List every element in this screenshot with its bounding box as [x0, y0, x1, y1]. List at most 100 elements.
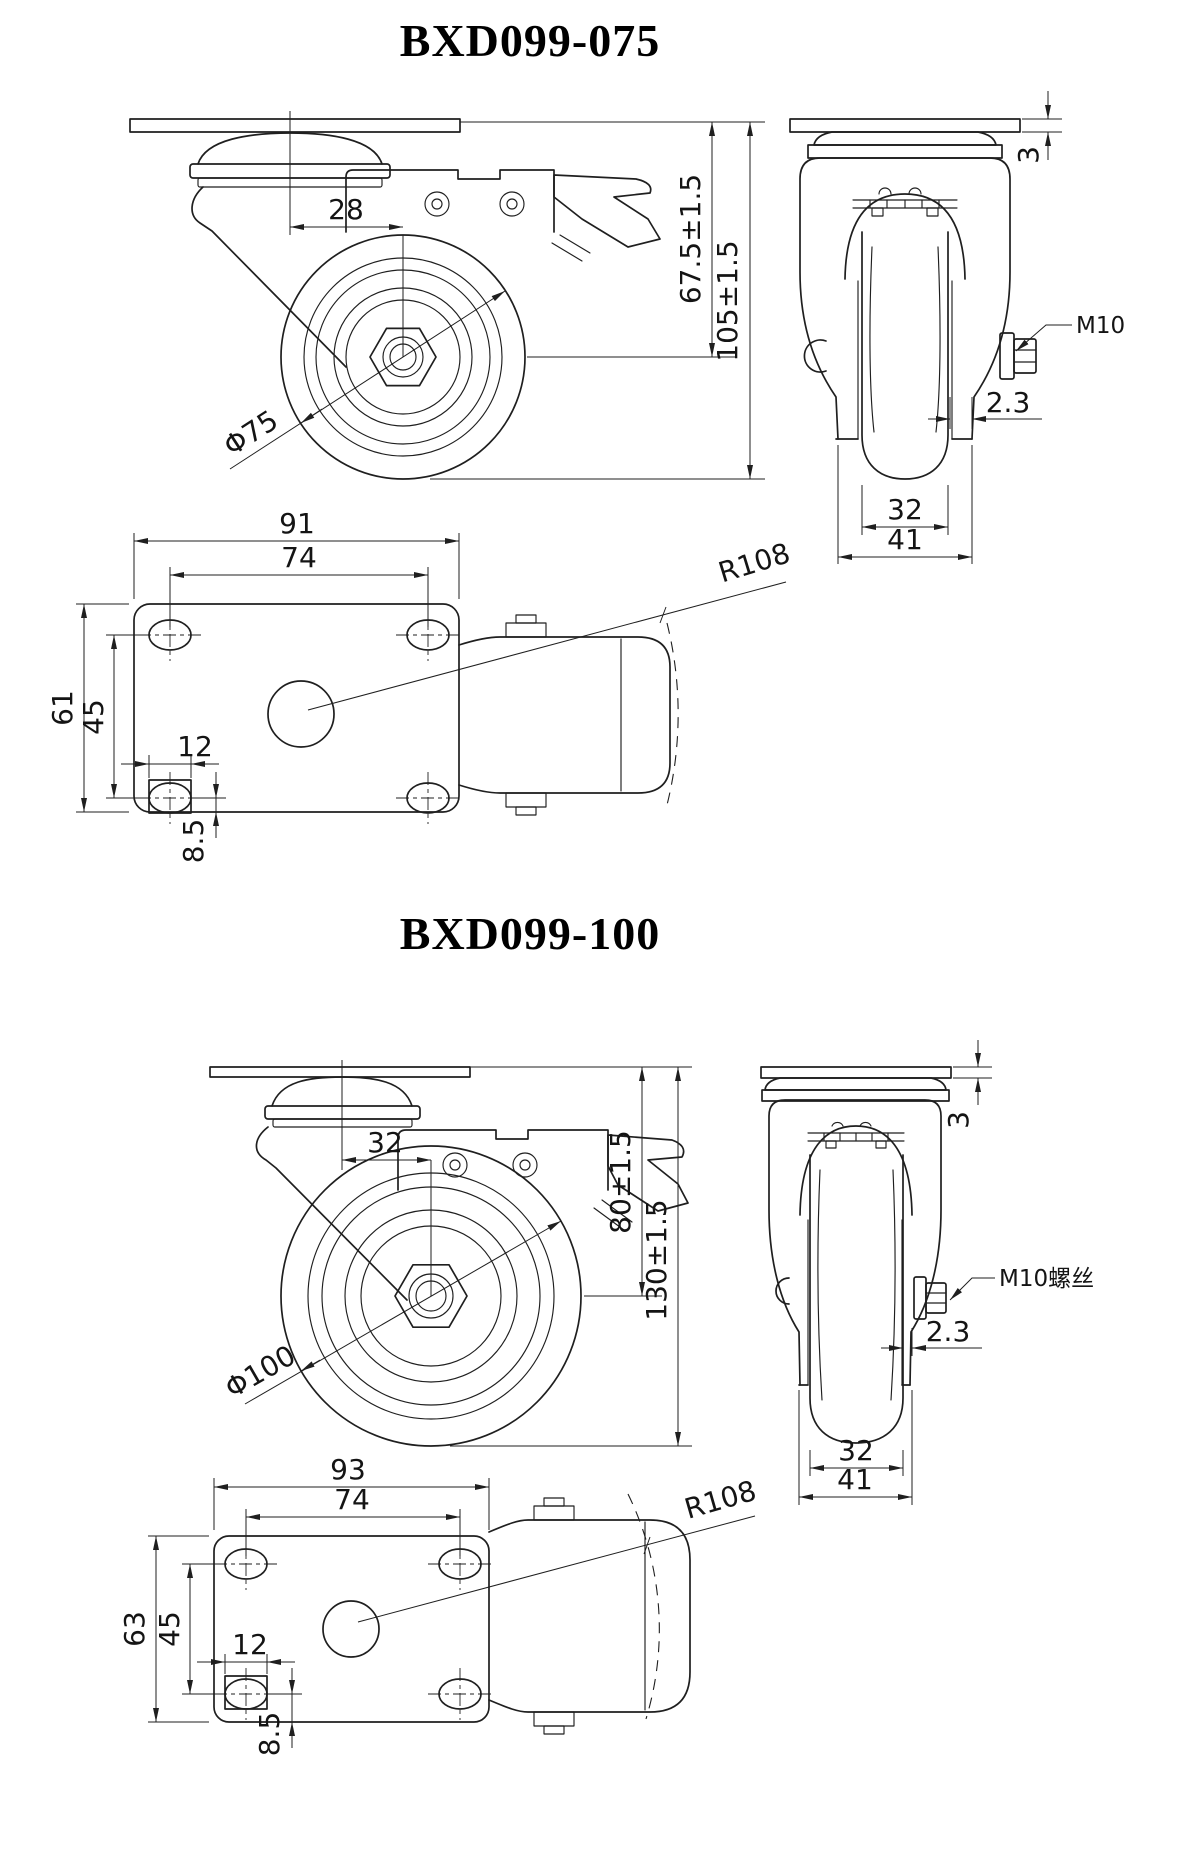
- wheel-width-dimension: 32: [838, 1434, 874, 1467]
- overall-height-dimension: 130±1.5: [640, 1199, 673, 1320]
- hub-gap-group: 2.3: [928, 386, 1042, 429]
- hole-pitch-length-group: 74: [169, 541, 429, 627]
- side-view: 3: [760, 1040, 1094, 1505]
- fork-width-dimension: 41: [837, 1463, 873, 1496]
- axle-bolt-group: M10: [999, 313, 1125, 380]
- wheel-housing: [488, 1497, 691, 1735]
- hole-pitch-width-group: 45: [153, 1563, 222, 1695]
- bearing-detail: [852, 187, 958, 217]
- wheel-width-group: 32: [861, 485, 949, 535]
- plate-thickness-dimension: 3: [1012, 146, 1045, 164]
- figure-title-block: BXD099-075: [0, 0, 1200, 67]
- slot-width-dimension: 12: [232, 1628, 268, 1661]
- swivel-radius-label: R108: [715, 536, 794, 589]
- offset-dimension-group: 28: [290, 193, 404, 357]
- bearing-detail: [807, 1121, 905, 1149]
- side-view: 3: [789, 91, 1125, 564]
- plate-width-group: 63: [118, 1535, 209, 1723]
- hole-pitch-length-dimension: 74: [334, 1483, 370, 1516]
- front-view: 32 Φ100 80±1.5 130±1.5: [209, 1060, 692, 1447]
- offset-dimension: 28: [328, 193, 364, 226]
- mount-height-dimension: 80±1.5: [604, 1130, 637, 1234]
- brake-pivot: [803, 339, 827, 373]
- wheel-diameter-group: Φ100: [219, 1220, 562, 1405]
- top-plate-side: [789, 118, 1021, 133]
- axle-bolt-group: M10螺丝: [913, 1266, 1094, 1320]
- page-title-2: BXD099-100: [399, 908, 661, 959]
- top-plate-side: [760, 1066, 952, 1079]
- plate-thickness-group: 3: [1012, 91, 1062, 164]
- height-dimensions: 80±1.5 130±1.5: [450, 1066, 692, 1447]
- height-dimensions: 67.5±1.5 105±1.5: [430, 121, 765, 480]
- mounting-plate: [133, 603, 460, 813]
- slot-edge-group: 8.5: [177, 772, 226, 863]
- swivel-radius-group: R108: [357, 1474, 760, 1720]
- rivet: [499, 191, 525, 217]
- plate-thickness-group: 3: [942, 1040, 992, 1129]
- hub-gap-dimension: 2.3: [926, 1315, 971, 1348]
- fork-width-group: 41: [837, 445, 973, 564]
- bottom-view: R108 91 74 61: [46, 507, 794, 863]
- bxd099-100-drawing: 32 Φ100 80±1.5 130±1.5: [118, 1040, 1094, 1756]
- axle-nut: [369, 327, 437, 387]
- wheel: [280, 1145, 582, 1447]
- fork-arch: [844, 193, 966, 280]
- brake-lever: [551, 174, 661, 262]
- front-view: 28 Φ75 67.5±1.5 105±1.5: [129, 111, 765, 480]
- hub-gap-group: 2.3: [881, 1315, 982, 1356]
- plate-length-group: 91: [133, 507, 460, 599]
- plate-length-dimension: 93: [330, 1453, 366, 1486]
- swivel-dome: [264, 1076, 421, 1128]
- wheel-housing: [458, 614, 671, 816]
- figure-bxd099-075: BXD099-075: [0, 0, 1200, 867]
- swivel-arc: [666, 622, 679, 806]
- figure-bxd099-100: BXD099-100: [0, 867, 1200, 1781]
- fork-bracket: [191, 169, 555, 368]
- axle-nut: [394, 1263, 468, 1329]
- wheel-width-group: 32: [809, 1434, 904, 1476]
- rivet: [442, 1152, 468, 1178]
- hole-pitch-length-group: 74: [245, 1483, 461, 1556]
- swivel-arc: [627, 1493, 660, 1720]
- slot-width-group: 12: [121, 730, 219, 778]
- center-hole: [267, 680, 335, 748]
- rivet: [512, 1152, 538, 1178]
- wheel-side: [809, 1154, 904, 1444]
- plate-thickness-dimension: 3: [942, 1111, 975, 1129]
- wheel-diameter-label: Φ75: [218, 403, 284, 462]
- fork-width-dimension: 41: [887, 523, 923, 556]
- swivel-dome-side: [761, 1077, 950, 1102]
- slot-edge-dimension: 8.5: [253, 1712, 286, 1757]
- swivel-dome-side: [807, 131, 1003, 159]
- axle-washer: [999, 332, 1015, 380]
- slot-edge-dimension: 8.5: [177, 819, 210, 864]
- figure-title-block: BXD099-100: [0, 867, 1200, 960]
- hole-pitch-width-dimension: 45: [77, 699, 110, 735]
- fork-arch: [799, 1125, 913, 1216]
- slot-width-dimension: 12: [177, 730, 213, 763]
- bottom-view: R108 93 74 63: [118, 1453, 760, 1756]
- wheel-width-dimension: 32: [887, 493, 923, 526]
- top-plate: [129, 118, 461, 133]
- brake-pivot: [775, 1277, 790, 1305]
- mounting-plate: [213, 1535, 490, 1723]
- plate-length-group: 93: [213, 1453, 490, 1530]
- axle-bolt-head: [925, 1282, 947, 1314]
- hole-pitch-width-dimension: 45: [153, 1611, 186, 1647]
- plate-width-dimension: 63: [118, 1611, 151, 1647]
- slot-width-group: 12: [197, 1628, 295, 1674]
- swivel-dome: [189, 132, 391, 188]
- axle-bolt-label: M10螺丝: [999, 1266, 1094, 1292]
- offset-dimension-group: 32: [342, 1126, 432, 1296]
- slot-edge-group: 8.5: [253, 1668, 302, 1756]
- swivel-radius-group: R108: [307, 536, 794, 806]
- fork-side: [799, 157, 1011, 440]
- overall-height-dimension: 105±1.5: [711, 240, 744, 361]
- rivet: [424, 191, 450, 217]
- mount-height-dimension: 67.5±1.5: [674, 174, 707, 304]
- fork-width-group: 41: [798, 1390, 913, 1505]
- page-title: BXD099-075: [399, 15, 661, 66]
- fork-side: [768, 1099, 942, 1386]
- hole-pitch-width-group: 45: [77, 634, 146, 799]
- fork-bracket: [255, 1126, 609, 1301]
